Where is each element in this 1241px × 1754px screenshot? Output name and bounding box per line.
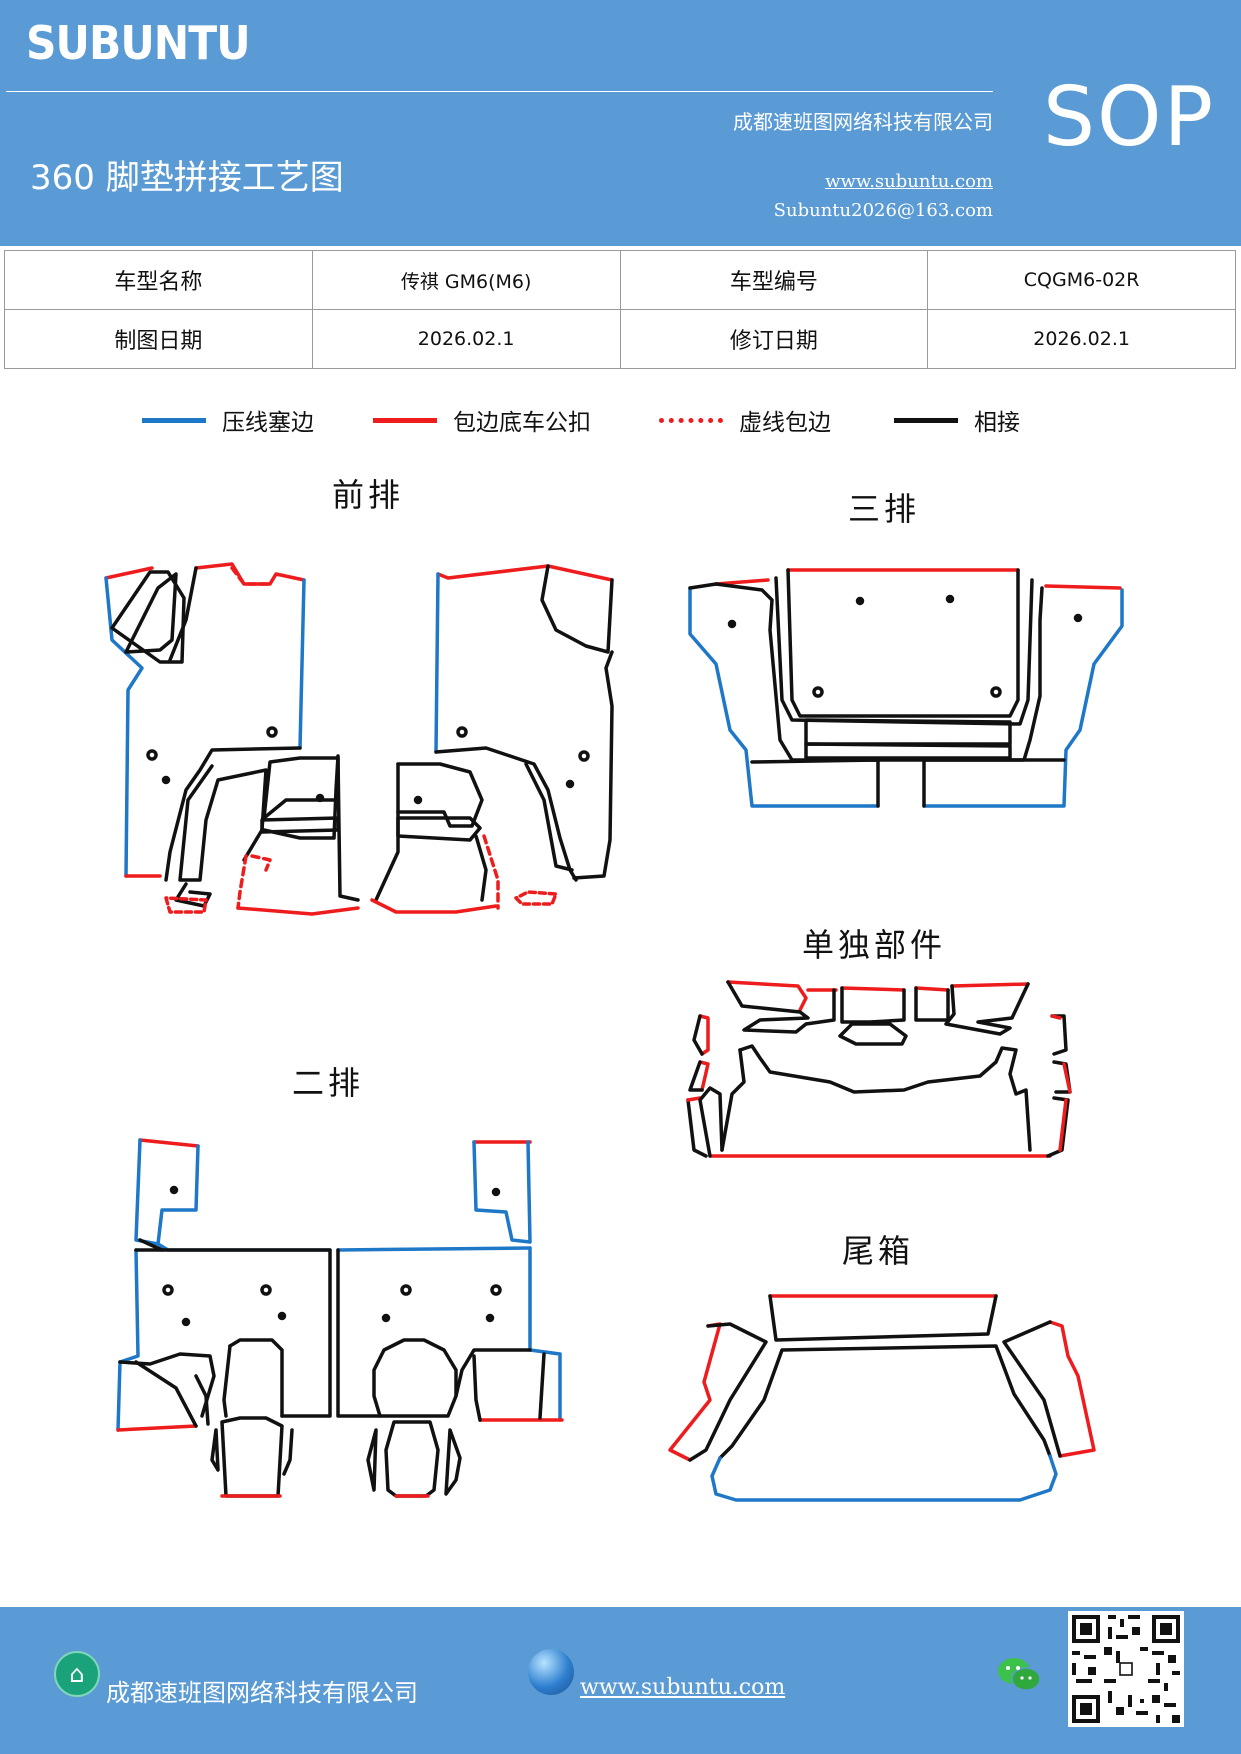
value-draw-date: 2026.02.1 — [311, 309, 621, 369]
trunk-mat — [668, 1294, 1096, 1502]
header-company: 成都速班图网络科技有限公司 — [733, 110, 993, 134]
globe-icon — [528, 1649, 574, 1695]
second-row-mat — [116, 1138, 564, 1498]
section-title-trunk: 尾箱 — [842, 1232, 915, 1270]
legend-label: 压线塞边 — [222, 410, 314, 436]
front-right-mat — [370, 564, 614, 914]
brand-logo: SUBUNTU — [26, 16, 251, 70]
section-title-second: 二排 — [292, 1064, 365, 1102]
legend-label: 虚线包边 — [739, 410, 831, 436]
header-banner: SUBUNTU 成都速班图网络科技有限公司 360 脚垫拼接工艺图 www.su… — [0, 0, 1241, 246]
value-model-name: 传祺 GM6(M6) — [311, 250, 621, 310]
value-revision-date: 2026.02.1 — [927, 309, 1236, 369]
third-row-mat — [688, 568, 1124, 808]
legend-item-joint: 相接 — [894, 400, 1020, 440]
section-title-front: 前排 — [332, 476, 405, 514]
legend-label: 包边底车公扣 — [453, 410, 591, 436]
legend-swatch-blue — [142, 417, 206, 423]
legend-swatch-red — [373, 417, 437, 423]
qr-code — [1068, 1611, 1184, 1727]
single-parts — [686, 980, 1072, 1158]
info-table: 车型名称 传祺 GM6(M6) 车型编号 CQGM6-02R 制图日期 2026… — [4, 250, 1236, 369]
legend-label: 相接 — [974, 410, 1020, 436]
header-email[interactable]: Subuntu2026@163.com — [773, 200, 993, 221]
section-title-single: 单独部件 — [802, 926, 947, 964]
label-draw-date: 制图日期 — [4, 309, 313, 369]
section-title-third: 三排 — [848, 490, 921, 528]
table-row: 车型名称 传祺 GM6(M6) 车型编号 CQGM6-02R — [4, 250, 1236, 310]
legend-item-dotted-binding: 虚线包边 — [659, 400, 831, 440]
legend-item-press-line: 压线塞边 — [142, 400, 314, 440]
legend-item-binding: 包边底车公扣 — [373, 400, 591, 440]
doc-type-label: SOP — [1043, 70, 1216, 165]
front-left-mat — [104, 562, 360, 916]
legend-swatch-red-dotted — [659, 417, 723, 423]
label-revision-date: 修订日期 — [619, 309, 929, 369]
home-icon: ⌂ — [54, 1651, 100, 1697]
page-title: 360 脚垫拼接工艺图 — [30, 158, 344, 198]
legend-swatch-black — [894, 417, 958, 423]
footer-website-link[interactable]: www.subuntu.com — [580, 1675, 786, 1700]
header-website-link[interactable]: www.subuntu.com — [825, 171, 993, 192]
footer-company: 成都速班图网络科技有限公司 — [106, 1679, 418, 1707]
wechat-icon[interactable] — [996, 1655, 1042, 1695]
table-row: 制图日期 2026.02.1 修订日期 2026.02.1 — [4, 309, 1236, 369]
value-model-code: CQGM6-02R — [927, 250, 1236, 310]
label-model-name: 车型名称 — [4, 250, 313, 310]
header-divider — [6, 91, 993, 92]
footer: ⌂ 成都速班图网络科技有限公司 www.subuntu.com — [0, 1607, 1241, 1754]
legend: 压线塞边 包边底车公扣 虚线包边 相接 — [0, 400, 1241, 440]
label-model-code: 车型编号 — [619, 250, 929, 310]
